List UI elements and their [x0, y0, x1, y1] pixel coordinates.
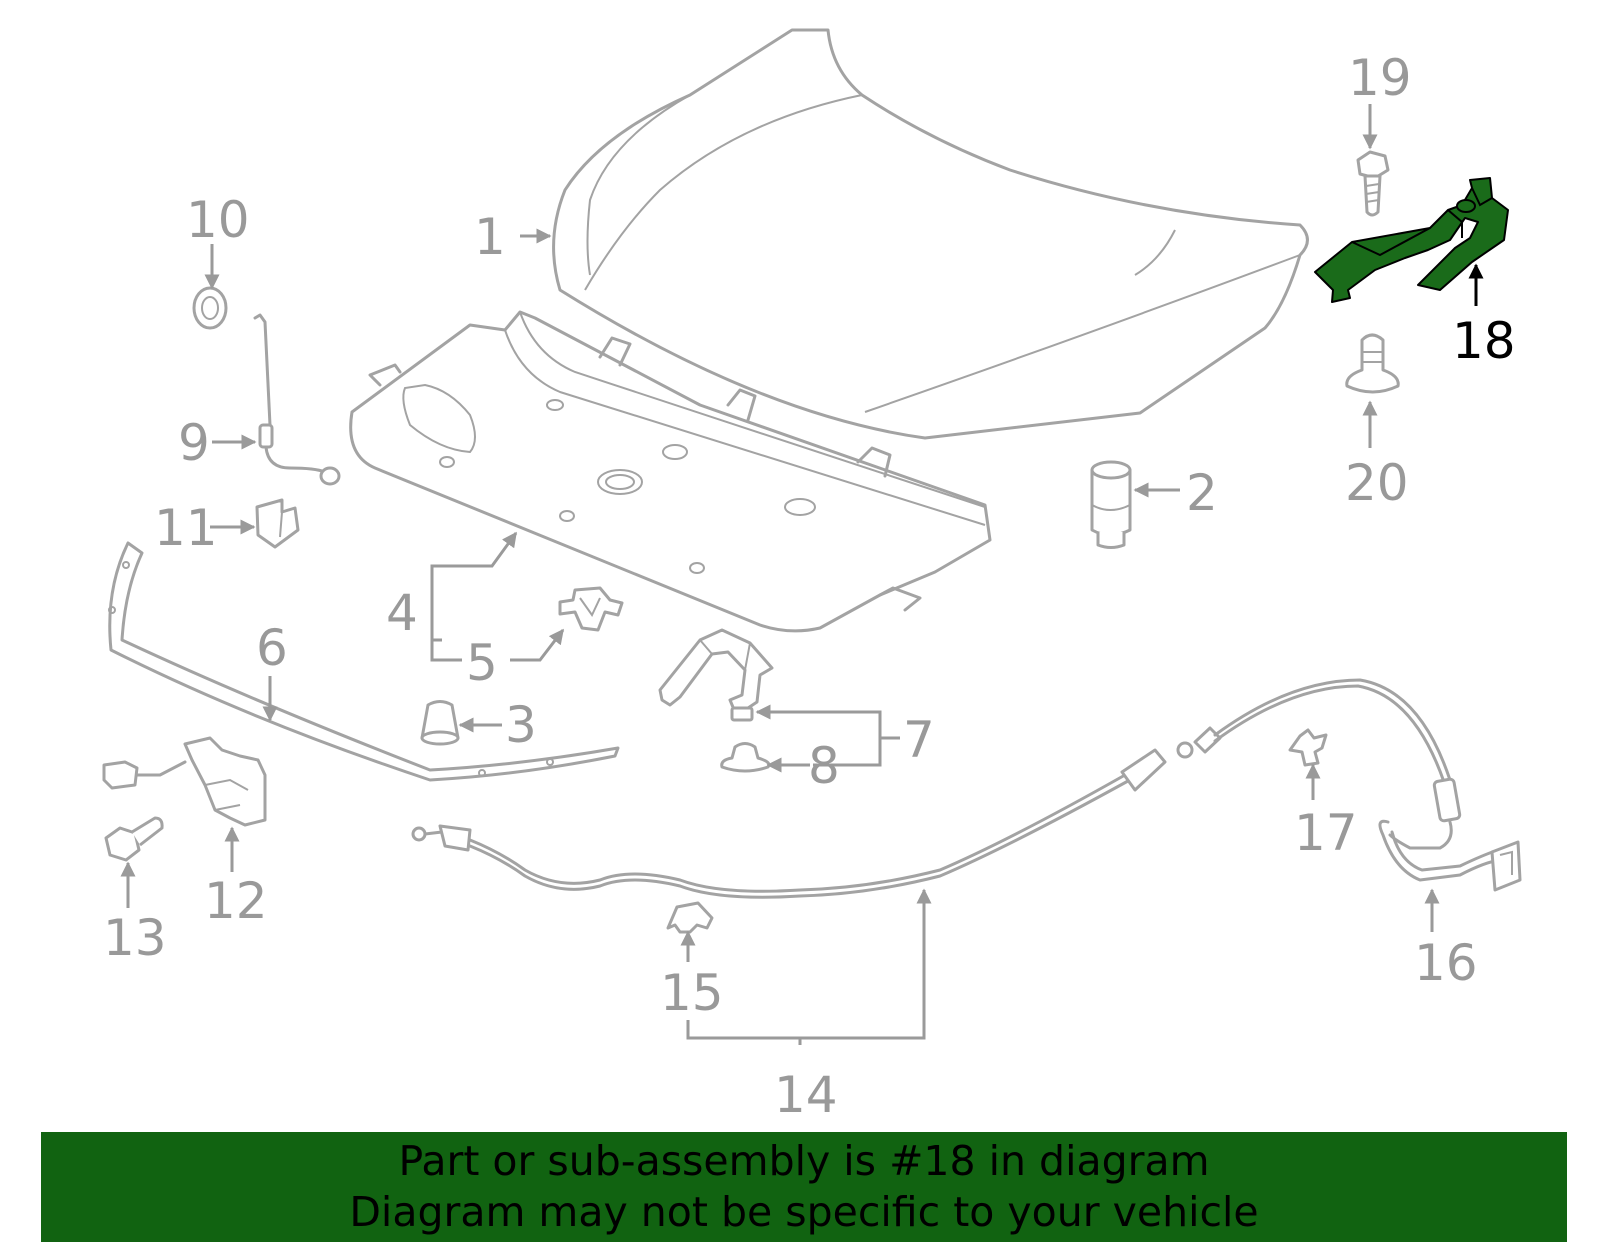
banner-line-2: Diagram may not be specific to your vehi…: [349, 1188, 1259, 1236]
callout-20[interactable]: 20: [1345, 454, 1409, 512]
hood-insulator[interactable]: [349, 310, 992, 633]
callout-17[interactable]: 17: [1294, 804, 1358, 862]
hood-release-cable[interactable]: [411, 678, 1462, 899]
hood-seal[interactable]: [108, 541, 620, 782]
callout-5[interactable]: 5: [466, 634, 498, 692]
callout-6[interactable]: 6: [256, 619, 288, 677]
callout-18[interactable]: 18: [1452, 312, 1516, 370]
bolt-13[interactable]: [104, 816, 164, 862]
grommet[interactable]: [192, 286, 228, 330]
callout-9[interactable]: 9: [178, 414, 210, 472]
callout-labels: 1 2 3 4 5 6 7 8 9 10 11 12 13 14 15 16 1…: [103, 49, 1516, 1124]
callout-12[interactable]: 12: [204, 872, 268, 930]
callout-14[interactable]: 14: [774, 1066, 838, 1124]
callout-15[interactable]: 15: [660, 964, 724, 1022]
hood-bumper-stop[interactable]: [1090, 460, 1132, 549]
hood-release-handle[interactable]: [1378, 819, 1522, 892]
clip-20[interactable]: [1345, 333, 1400, 394]
hood-support-rod[interactable]: [253, 313, 341, 486]
callout-8[interactable]: 8: [808, 737, 840, 795]
callout-2[interactable]: 2: [1186, 464, 1218, 522]
callout-10[interactable]: 10: [186, 191, 250, 249]
callout-4[interactable]: 4: [386, 584, 418, 642]
hood-hinge-highlighted[interactable]: [1314, 177, 1509, 303]
callout-16[interactable]: 16: [1414, 934, 1478, 992]
hood-panel[interactable]: [552, 28, 1309, 440]
clip-17[interactable]: [1288, 728, 1328, 767]
callout-1[interactable]: 1: [474, 208, 506, 266]
bolt-19[interactable]: [1356, 150, 1390, 217]
info-banner: Part or sub-assembly is #18 in diagram D…: [41, 1132, 1567, 1242]
callout-11[interactable]: 11: [154, 499, 218, 557]
callout-19[interactable]: 19: [1348, 49, 1412, 107]
clip-11[interactable]: [255, 498, 300, 549]
clip-5[interactable]: [558, 586, 624, 632]
callout-3[interactable]: 3: [505, 696, 537, 754]
banner-line-1: Part or sub-assembly is #18 in diagram: [398, 1137, 1210, 1185]
hood-latch[interactable]: [102, 736, 267, 827]
clip-8[interactable]: [720, 742, 771, 773]
latch-bracket[interactable]: [658, 628, 774, 722]
leader-lines: [120, 104, 1484, 1045]
clip-15[interactable]: [666, 901, 714, 934]
callout-13[interactable]: 13: [103, 909, 167, 967]
cushion-3[interactable]: [420, 700, 460, 746]
callout-7[interactable]: 7: [903, 711, 935, 769]
